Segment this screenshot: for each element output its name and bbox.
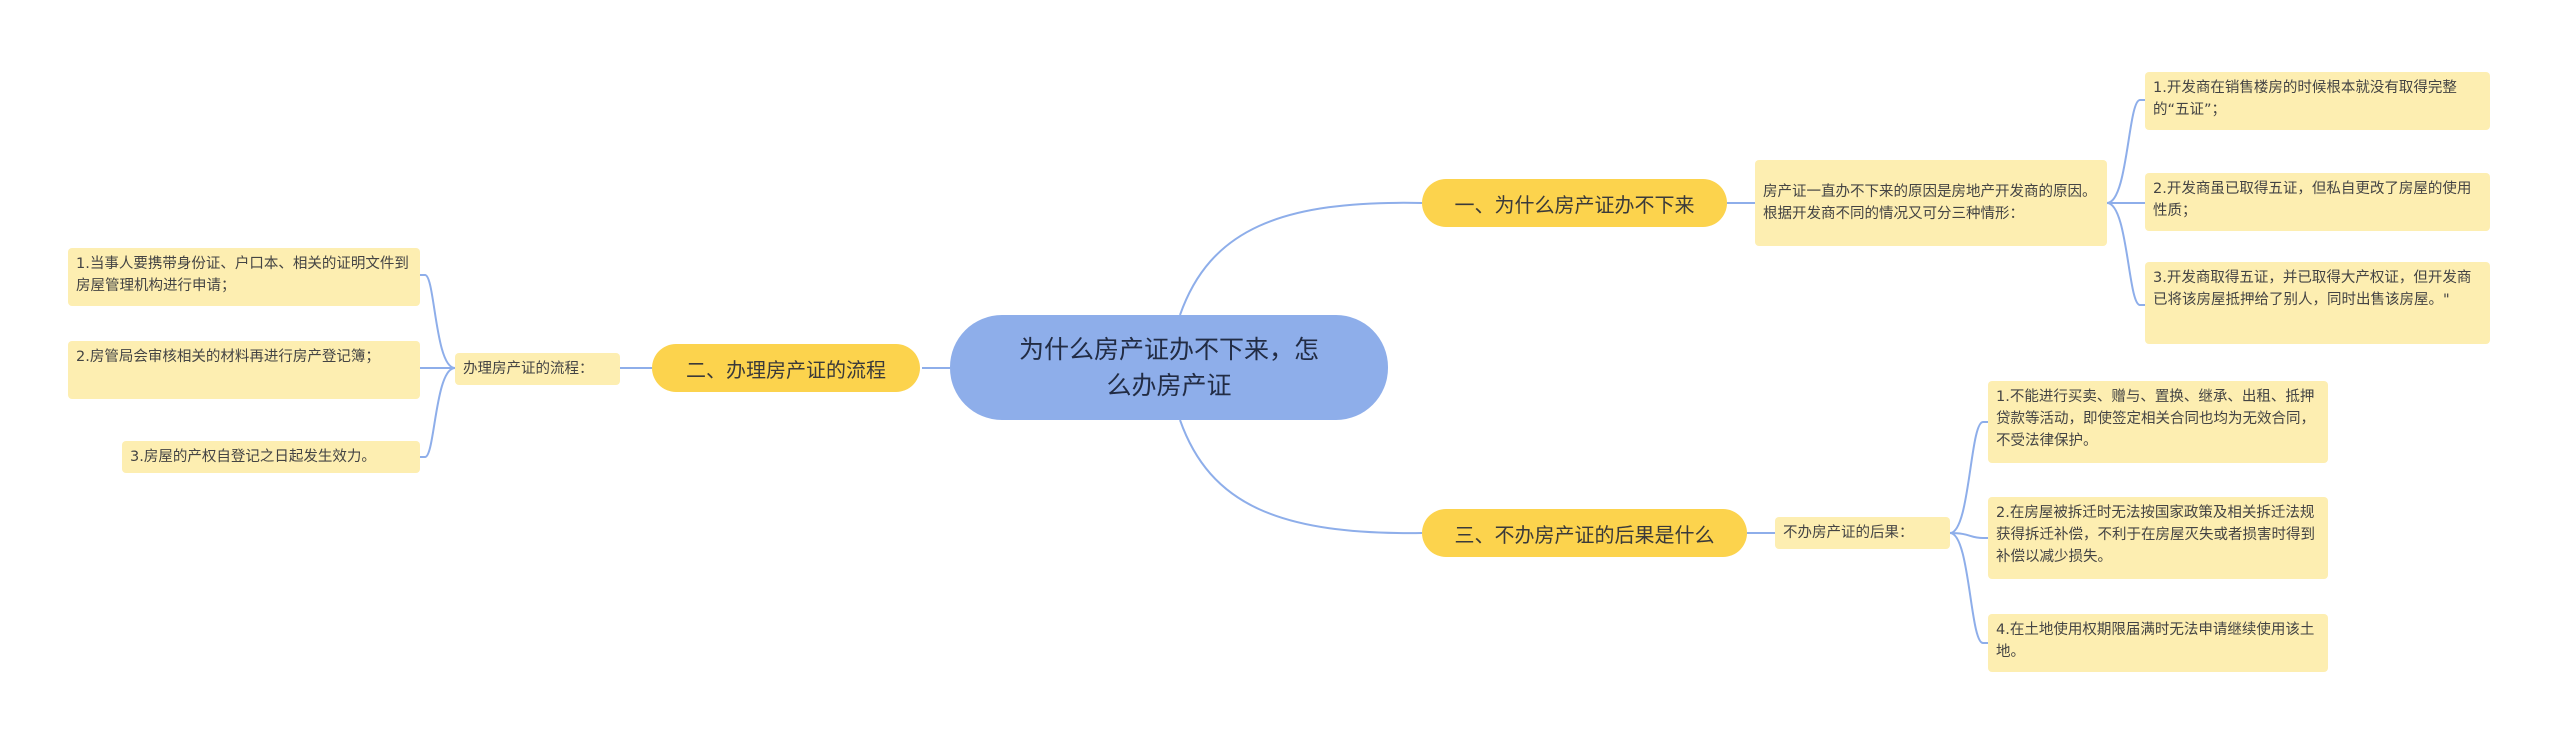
leaf-reason-1[interactable]: 1.开发商在销售楼房的时候根本就没有取得完整的“五证”； [2145,72,2490,130]
subtopic-consequences[interactable]: 不办房产证的后果： [1775,517,1950,549]
topic-consequences[interactable]: 三、不办房产证的后果是什么 [1422,509,1747,557]
root-topic[interactable]: 为什么房产证办不下来，怎么办房产证 [950,315,1388,420]
leaf-consequence-1[interactable]: 1.不能进行买卖、赠与、置换、继承、出租、抵押贷款等活动，即使签定相关合同也均为… [1988,381,2328,463]
subtopic-process[interactable]: 办理房产证的流程： [455,353,620,385]
leaf-reason-2[interactable]: 2.开发商虽已取得五证，但私自更改了房屋的使用性质； [2145,173,2490,231]
leaf-step-2[interactable]: 2.房管局会审核相关的材料再进行房产登记簿； [68,341,420,399]
leaf-consequence-4[interactable]: 4.在土地使用权期限届满时无法申请继续使用该土地。 [1988,614,2328,672]
subtopic-reasons[interactable]: 房产证一直办不下来的原因是房地产开发商的原因。根据开发商不同的情况又可分三种情形… [1755,160,2107,246]
topic-why-not-issued[interactable]: 一、为什么房产证办不下来 [1422,179,1727,227]
leaf-step-3[interactable]: 3.房屋的产权自登记之日起发生效力。 [122,441,420,473]
leaf-consequence-2[interactable]: 2.在房屋被拆迁时无法按国家政策及相关拆迁法规获得拆迁补偿，不利于在房屋灭失或者… [1988,497,2328,579]
leaf-reason-3[interactable]: 3.开发商取得五证，并已取得大产权证，但开发商已将该房屋抵押给了别人，同时出售该… [2145,262,2490,344]
leaf-step-1[interactable]: 1.当事人要携带身份证、户口本、相关的证明文件到房屋管理机构进行申请； [68,248,420,306]
topic-process[interactable]: 二、办理房产证的流程 [652,344,920,392]
